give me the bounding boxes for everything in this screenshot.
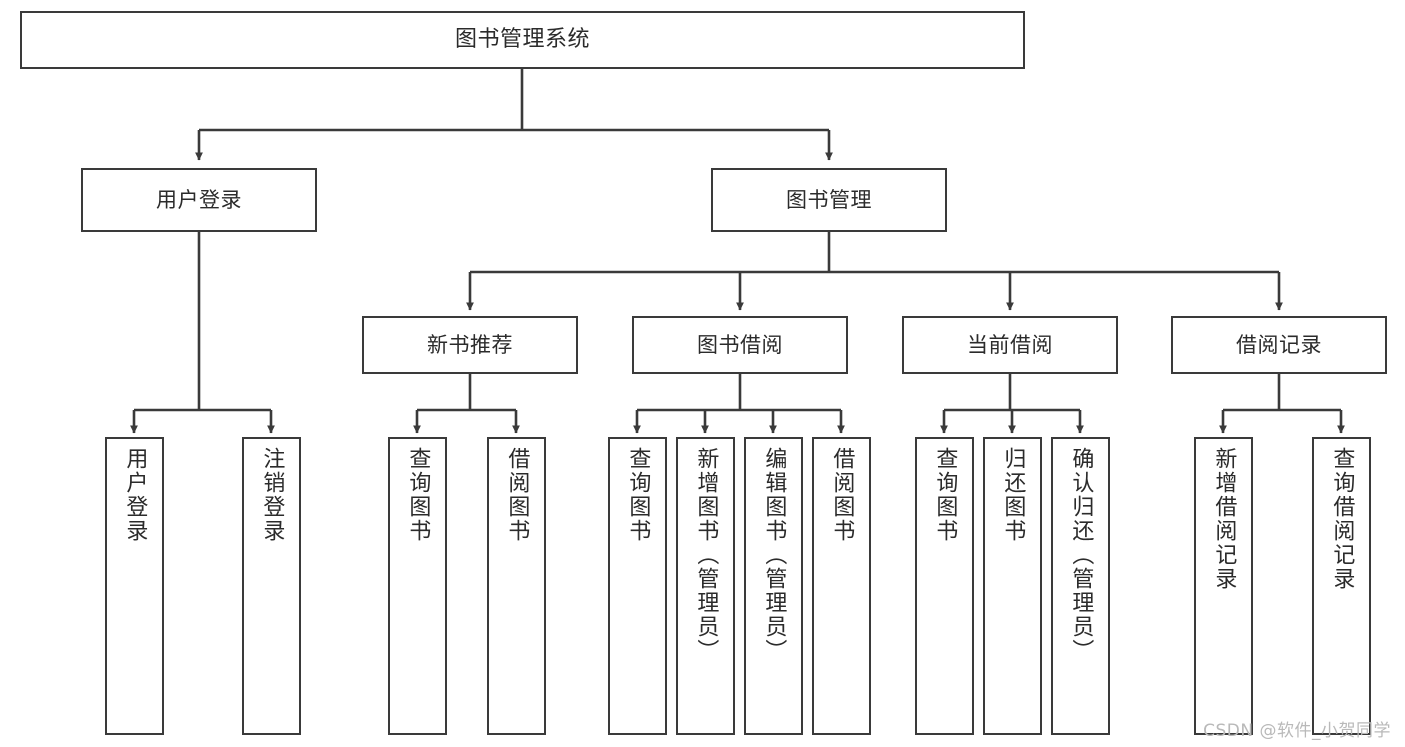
node-label: 用户登录: [156, 187, 242, 212]
leaf-borrow-add-book-admin[interactable]: 新增图书（管理员）: [676, 437, 735, 735]
leaf-user-login[interactable]: 用户登录: [105, 437, 164, 735]
node-label: 借阅图书: [829, 447, 855, 543]
leaf-record-query-borrow-record[interactable]: 查询借阅记录: [1312, 437, 1371, 735]
node-label: 图书管理系统: [454, 27, 590, 53]
node-label: 用户登录: [122, 447, 148, 543]
node-label: 注销登录: [259, 447, 285, 543]
node-label: 确认归还（管理员）: [1068, 447, 1094, 663]
node-label: 查询图书: [932, 447, 958, 543]
node-label: 新增借阅记录: [1211, 447, 1237, 591]
node-current-borrow[interactable]: 当前借阅: [902, 316, 1118, 374]
node-label: 图书借阅: [697, 332, 783, 357]
node-book-borrow[interactable]: 图书借阅: [632, 316, 848, 374]
node-label: 新书推荐: [427, 332, 513, 357]
node-label: 当前借阅: [967, 332, 1053, 357]
leaf-borrow-query-book[interactable]: 查询图书: [608, 437, 667, 735]
csdn-watermark: CSDN @软件_小贺同学: [1203, 721, 1391, 741]
node-label: 归还图书: [1000, 447, 1026, 543]
leaf-current-confirm-return-admin[interactable]: 确认归还（管理员）: [1051, 437, 1110, 735]
leaf-current-return-book[interactable]: 归还图书: [983, 437, 1042, 735]
node-label: 查询图书: [625, 447, 651, 543]
node-label: 查询借阅记录: [1329, 447, 1355, 591]
node-user-login[interactable]: 用户登录: [81, 168, 317, 232]
leaf-borrow-borrow-book[interactable]: 借阅图书: [812, 437, 871, 735]
leaf-logout-login[interactable]: 注销登录: [242, 437, 301, 735]
node-label: 新增图书（管理员）: [693, 447, 719, 663]
leaf-borrow-edit-book-admin[interactable]: 编辑图书（管理员）: [744, 437, 803, 735]
leaf-recommend-query-book[interactable]: 查询图书: [388, 437, 447, 735]
leaf-recommend-borrow-book[interactable]: 借阅图书: [487, 437, 546, 735]
node-new-book-recommend[interactable]: 新书推荐: [362, 316, 578, 374]
node-borrow-record[interactable]: 借阅记录: [1171, 316, 1387, 374]
leaf-current-query-book[interactable]: 查询图书: [915, 437, 974, 735]
node-label: 编辑图书（管理员）: [761, 447, 787, 663]
node-label: 查询图书: [405, 447, 431, 543]
leaf-record-add-borrow-record[interactable]: 新增借阅记录: [1194, 437, 1253, 735]
node-root-book-management-system[interactable]: 图书管理系统: [20, 11, 1025, 69]
node-label: 借阅记录: [1236, 332, 1322, 357]
node-label: 图书管理: [786, 187, 872, 212]
node-book-management[interactable]: 图书管理: [711, 168, 947, 232]
node-label: 借阅图书: [504, 447, 530, 543]
